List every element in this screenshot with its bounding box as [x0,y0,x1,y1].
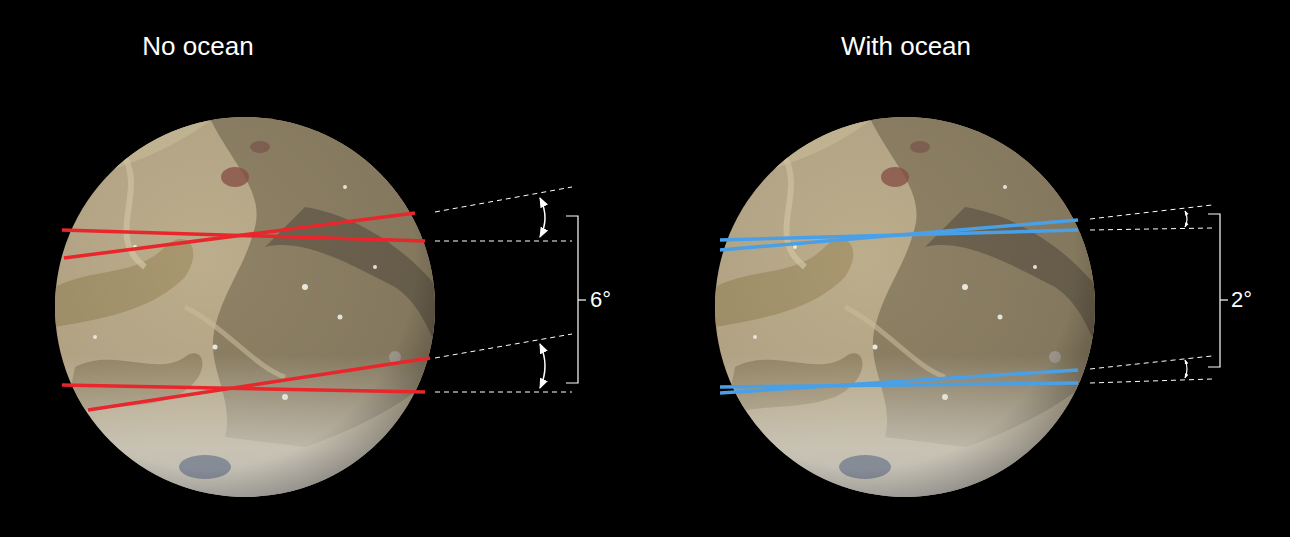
angle-value: 2° [1231,288,1252,312]
angle-value: 6° [590,288,611,312]
bracket [1208,214,1228,367]
ganymede-globe [45,107,445,507]
red-track-lines [62,213,430,410]
angle-arrows [540,198,545,388]
dashed-guide-lines [435,187,572,392]
panel-title: With ocean [841,32,971,61]
bracket [566,216,586,383]
blue-track-lines [720,220,1078,393]
angle-arrows [1185,211,1187,378]
ganymede-globe [705,107,1105,507]
dashed-guide-lines [1090,205,1212,383]
panel-title: No ocean [142,32,253,61]
